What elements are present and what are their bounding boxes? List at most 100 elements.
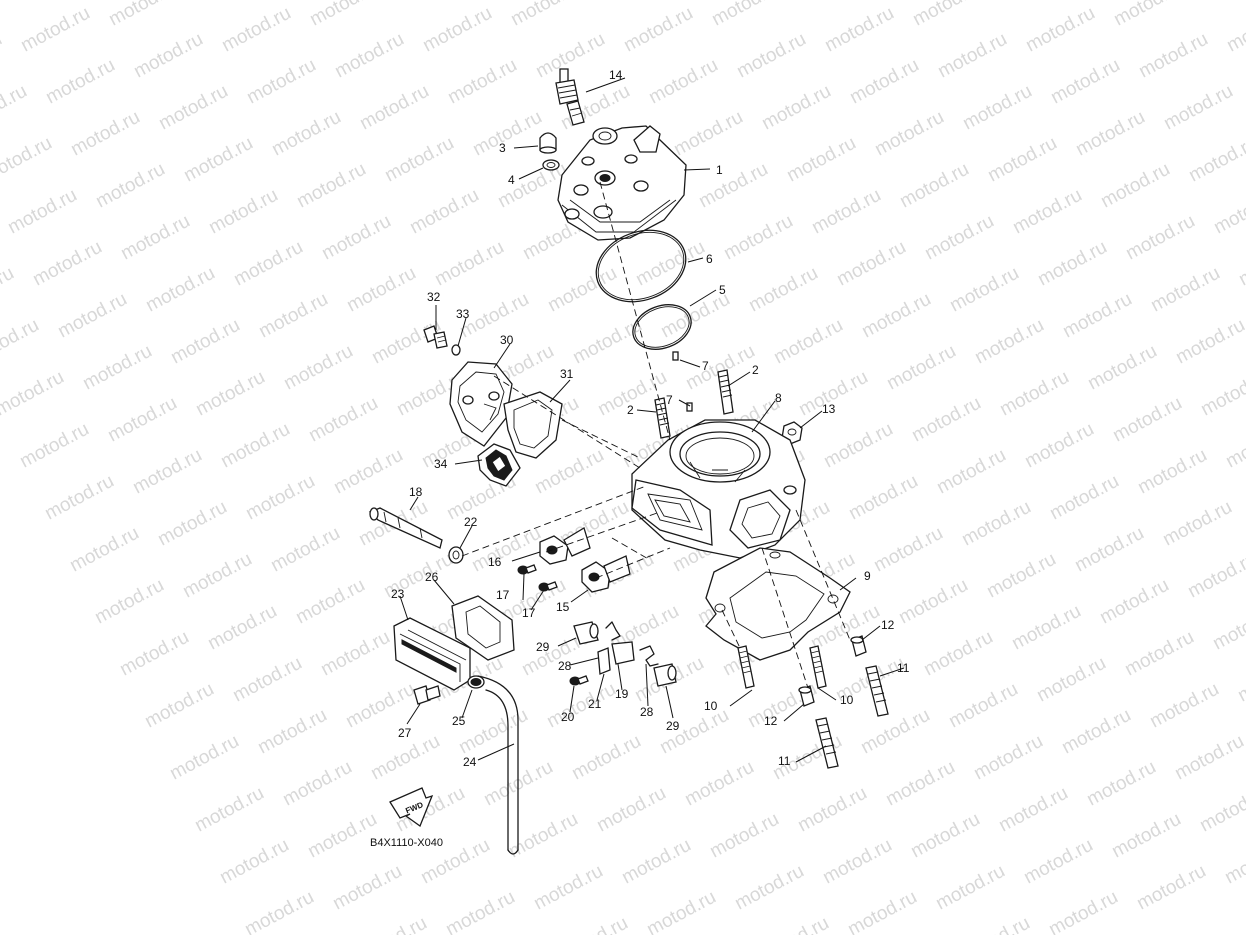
- watermark-text: motod.ru: [180, 133, 256, 187]
- watermark-text: motod.ru: [530, 861, 606, 915]
- watermark-text: motod.ru: [105, 0, 181, 30]
- watermark-text: motod.ru: [543, 679, 619, 733]
- watermark-text: motod.ru: [808, 185, 884, 239]
- watermark-text: motod.ru: [104, 393, 180, 447]
- watermark-text: motod.ru: [305, 393, 381, 447]
- watermark-text: motod.ru: [858, 289, 934, 343]
- watermark-text: motod.ru: [0, 263, 18, 317]
- watermark-text: motod.ru: [1033, 653, 1109, 707]
- watermark-text: motod.ru: [844, 887, 920, 935]
- washer: [451, 344, 461, 356]
- watermark-text: motod.ru: [971, 315, 1047, 369]
- watermark-text: motod.ru: [406, 185, 482, 239]
- watermark-text: motod.ru: [1046, 471, 1122, 525]
- watermark-text: motod.ru: [205, 185, 281, 239]
- watermark-text: motod.ru: [1047, 55, 1123, 109]
- watermark-text: motod.ru: [934, 29, 1010, 83]
- watermark-text: motod.ru: [1159, 497, 1235, 551]
- watermark-text: motod.ru: [933, 445, 1009, 499]
- watermark-text: motod.ru: [883, 341, 959, 395]
- watermark-text: motod.ru: [354, 913, 430, 935]
- watermark-text: motod.ru: [695, 159, 771, 213]
- watermark-text: motod.ru: [356, 81, 432, 135]
- cap-bolt: [539, 132, 557, 154]
- watermark-text: motod.ru: [1235, 237, 1246, 291]
- callout-9: 9: [864, 569, 871, 583]
- bolt: [423, 325, 448, 349]
- watermark-text: motod.ru: [946, 263, 1022, 317]
- watermark-text: motod.ru: [1171, 731, 1246, 785]
- watermark-text: motod.ru: [731, 861, 807, 915]
- stud-bolt: [717, 369, 734, 415]
- watermark-text: motod.ru: [179, 549, 255, 603]
- watermark-text: motod.ru: [229, 653, 305, 707]
- dowel-pin: [686, 402, 693, 412]
- watermark-text: motod.ru: [505, 809, 581, 863]
- watermark-text: motod.ru: [317, 627, 393, 681]
- callout-19: 19: [615, 687, 629, 701]
- hose-clamp: [467, 675, 485, 689]
- watermark-text: motod.ru: [192, 367, 268, 421]
- watermark-text: motod.ru: [618, 835, 694, 889]
- watermark-text: motod.ru: [907, 809, 983, 863]
- watermark-text: motod.ru: [670, 107, 746, 161]
- watermark-text: motod.ru: [895, 575, 971, 629]
- screw: [517, 564, 537, 575]
- watermark-text: motod.ru: [0, 0, 69, 4]
- power-valve-left: [539, 527, 591, 565]
- watermark-text: motod.ru: [1109, 393, 1185, 447]
- watermark-text: motod.ru: [555, 913, 631, 935]
- callout-25: 25: [452, 714, 466, 728]
- leader-lines: [399, 77, 905, 763]
- watermark-text: motod.ru: [1234, 653, 1246, 707]
- callout-18: 18: [409, 485, 423, 499]
- callout-3: 3: [499, 141, 506, 155]
- watermark-text: motod.ru: [957, 913, 1033, 935]
- watermark-text: motod.ru: [758, 81, 834, 135]
- watermark-text: motod.ru: [331, 29, 407, 83]
- watermark-text: motod.ru: [1184, 549, 1246, 603]
- watermark-text: motod.ru: [255, 289, 331, 343]
- power-valve-shaft: [368, 507, 443, 549]
- breather-hose: [477, 675, 519, 855]
- watermark-text: motod.ru: [142, 263, 218, 317]
- watermark-text: motod.ru: [945, 679, 1021, 733]
- power-valve-right: [581, 555, 631, 593]
- watermark-text: motod.ru: [29, 237, 105, 291]
- watermark-text: motod.ru: [254, 705, 330, 759]
- callout-15: 15: [556, 600, 570, 614]
- watermark-text: motod.ru: [217, 419, 293, 473]
- watermark-text: motod.ru: [745, 263, 821, 317]
- watermark-text: motod.ru: [216, 835, 292, 889]
- callout-31: 31: [560, 367, 574, 381]
- watermark-text: motod.ru: [381, 133, 457, 187]
- watermark-text: motod.ru: [444, 55, 520, 109]
- watermark-text: motod.ru: [1197, 367, 1246, 421]
- watermark-text: motod.ru: [0, 315, 43, 369]
- fwd-arrow: [389, 787, 434, 828]
- watermark-text: motod.ru: [1020, 835, 1096, 889]
- watermark-text: motod.ru: [243, 55, 319, 109]
- spark-plug: [555, 68, 585, 126]
- watermark-text: motod.ru: [306, 0, 382, 30]
- watermark-text: motod.ru: [1133, 861, 1209, 915]
- callout-5: 5: [719, 283, 726, 297]
- watermark-text: motod.ru: [958, 497, 1034, 551]
- watermark-text: motod.ru: [116, 627, 192, 681]
- watermark-text: motod.ru: [54, 289, 130, 343]
- seal: [477, 443, 521, 487]
- watermark-text: motod.ru: [154, 497, 230, 551]
- callout-23: 23: [391, 587, 405, 601]
- watermark-text: motod.ru: [280, 341, 356, 395]
- cover-gasket: [503, 391, 563, 459]
- watermark-text: motod.ru: [442, 887, 518, 935]
- watermark-text: motod.ru: [995, 783, 1071, 837]
- watermark-text: motod.ru: [708, 0, 784, 30]
- spring: [639, 645, 659, 667]
- spring: [605, 621, 621, 641]
- callout-16: 16: [488, 555, 502, 569]
- watermark-text: motod.ru: [820, 419, 896, 473]
- collar: [448, 546, 464, 564]
- watermark-text: motod.ru: [620, 3, 696, 57]
